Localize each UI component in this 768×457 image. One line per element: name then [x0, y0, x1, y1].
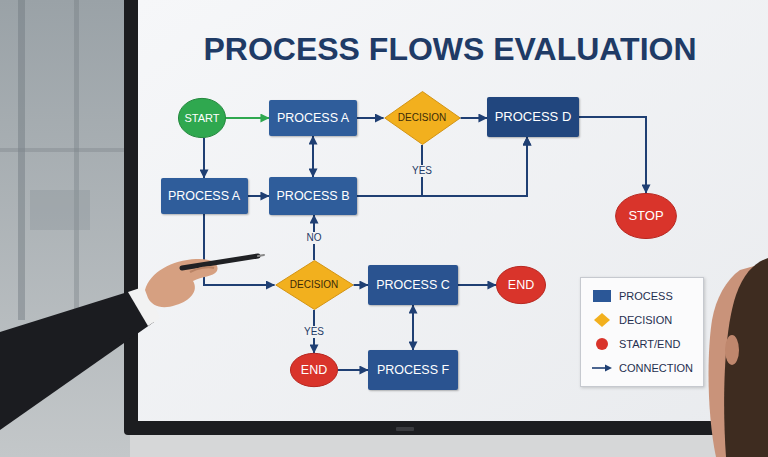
- connector-arrow: [458, 284, 496, 286]
- process-box: PROCESS A: [161, 178, 248, 214]
- node-text: PROCESS A: [277, 111, 349, 125]
- process-box: PROCESS B: [269, 177, 357, 215]
- legend-text: START/END: [619, 338, 680, 350]
- process-box: PROCESS D: [487, 97, 579, 137]
- stop-circle: STOP: [615, 193, 677, 239]
- thumb: [190, 267, 214, 272]
- legend-text: PROCESS: [619, 290, 673, 302]
- legend-swatch: [591, 289, 613, 303]
- monitor-logo: [396, 427, 414, 431]
- connector-arrow: [338, 369, 368, 371]
- node-text: PROCESS C: [376, 278, 450, 292]
- connector-arrow: [579, 117, 646, 193]
- edge-label: YES: [410, 165, 434, 177]
- node-text: END: [301, 363, 327, 377]
- suit-sleeve: [0, 290, 154, 430]
- connector-arrow: [312, 136, 314, 177]
- legend-swatch-shape: [594, 313, 610, 327]
- node-text: DECISION: [290, 279, 338, 291]
- connector-arrow: [204, 214, 275, 285]
- legend-swatch: [591, 337, 613, 351]
- window-frame: [74, 0, 79, 330]
- legend-row: PROCESS: [591, 285, 693, 306]
- connector-arrow: [357, 137, 527, 196]
- pen-tip: [258, 255, 264, 256]
- connector-arrow: [248, 195, 270, 197]
- legend-row: CONNECTION: [591, 357, 693, 378]
- process-box: PROCESS A: [269, 100, 357, 136]
- monitor-bezel: [124, 0, 768, 435]
- legend-row: DECISION: [591, 309, 693, 330]
- office-desk: [30, 190, 90, 230]
- decision-diamond: DECISION: [275, 260, 354, 310]
- legend-swatch: [591, 313, 613, 327]
- legend-text: DECISION: [619, 314, 672, 326]
- connection-sample-head: [605, 364, 612, 371]
- legend-swatch: [591, 361, 613, 375]
- process-box: PROCESS C: [368, 265, 458, 305]
- start-circle: START: [178, 98, 226, 138]
- node-text: PROCESS F: [377, 363, 449, 377]
- node-text: PROCESS D: [495, 110, 572, 125]
- legend-swatch-shape: [593, 290, 611, 302]
- legend-text: CONNECTION: [619, 362, 693, 374]
- connector-arrow: [226, 117, 269, 119]
- connector-arrow: [461, 117, 488, 119]
- node-text: END: [508, 278, 534, 292]
- process-box: PROCESS F: [368, 350, 458, 390]
- decision-diamond: DECISION: [384, 91, 461, 145]
- monitor-screen: [138, 0, 768, 421]
- diagram-title: PROCESS FLOWS EVALUATION: [150, 31, 750, 68]
- node-text: PROCESS A: [168, 189, 240, 203]
- node-text: STOP: [628, 209, 663, 224]
- connector-arrow: [357, 117, 384, 119]
- legend-panel: PROCESS DECISION START/END CONNECTION: [580, 277, 704, 387]
- ear: [725, 335, 739, 365]
- window-frame: [0, 148, 130, 152]
- connector-arrow: [203, 138, 205, 178]
- legend-swatch-shape: [596, 338, 608, 350]
- connector-arrow: [354, 284, 369, 286]
- connector-arrow: [422, 137, 527, 196]
- head-hair: [724, 258, 768, 457]
- edge-label: NO: [305, 232, 324, 244]
- window-frame: [18, 0, 25, 320]
- end-circle: END: [496, 266, 546, 304]
- connector-arrow: [412, 305, 414, 350]
- node-text: PROCESS B: [277, 189, 350, 203]
- node-text: DECISION: [398, 112, 446, 124]
- node-text: START: [184, 112, 219, 125]
- pen: [182, 256, 258, 268]
- legend-row: START/END: [591, 333, 693, 354]
- connection-sample: [592, 367, 607, 369]
- edge-label: YES: [302, 326, 326, 338]
- end-circle: END: [290, 353, 338, 387]
